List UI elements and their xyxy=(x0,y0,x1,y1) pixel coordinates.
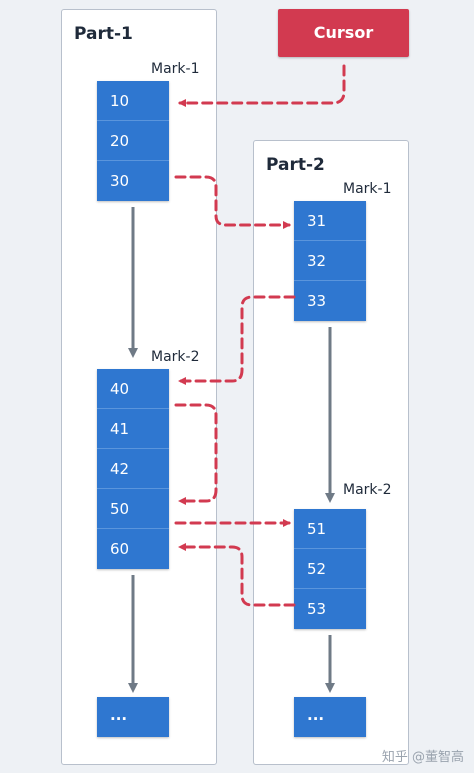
part-1-mark-2-block: 40 41 42 50 60 xyxy=(97,369,169,569)
dashed-arrow-30-to-31 xyxy=(174,175,291,229)
dashed-arrow-40-to-50 xyxy=(174,403,218,505)
value-cell: 10 xyxy=(97,81,169,121)
value-cell: 41 xyxy=(97,409,169,449)
part-1-title: Part-1 xyxy=(74,24,133,44)
part-2-ellipsis-block: ... xyxy=(294,697,366,737)
part-1-mark-1-block: 10 20 30 xyxy=(97,81,169,201)
value-cell: 42 xyxy=(97,449,169,489)
value-cell: 30 xyxy=(110,172,130,190)
dashed-arrow-53-to-60 xyxy=(178,543,296,607)
part-2-mark-1-block: 31 32 33 xyxy=(294,201,366,321)
value-cell: 51 xyxy=(294,509,366,549)
watermark: 知乎 @董智高 xyxy=(381,750,464,765)
part-2-mark-1-label: Mark-1 xyxy=(343,181,392,197)
value-cell: 31 xyxy=(294,201,366,241)
value-cell: 50 xyxy=(97,489,169,529)
value-cell: 40 xyxy=(97,369,169,409)
value-cell: 20 xyxy=(97,121,169,161)
part-2-mark-2-label: Mark-2 xyxy=(343,482,392,498)
part-2-mark-2-block: 51 52 53 xyxy=(294,509,366,629)
value-cell: 33 xyxy=(307,292,327,310)
dashed-arrow-33-to-40 xyxy=(178,295,296,385)
dashed-arrow-cursor-to-10 xyxy=(178,64,346,107)
part-1-mark-1-label: Mark-1 xyxy=(151,61,200,77)
part-2-title: Part-2 xyxy=(266,155,325,175)
part-1-ellipsis-block: ... xyxy=(97,697,169,737)
value-cell: 60 xyxy=(110,540,130,558)
value-cell: 53 xyxy=(307,600,327,618)
value-cell: 32 xyxy=(294,241,366,281)
cursor-box: Cursor xyxy=(278,9,409,57)
part-1-mark-2-label: Mark-2 xyxy=(151,349,200,365)
value-cell: 52 xyxy=(294,549,366,589)
